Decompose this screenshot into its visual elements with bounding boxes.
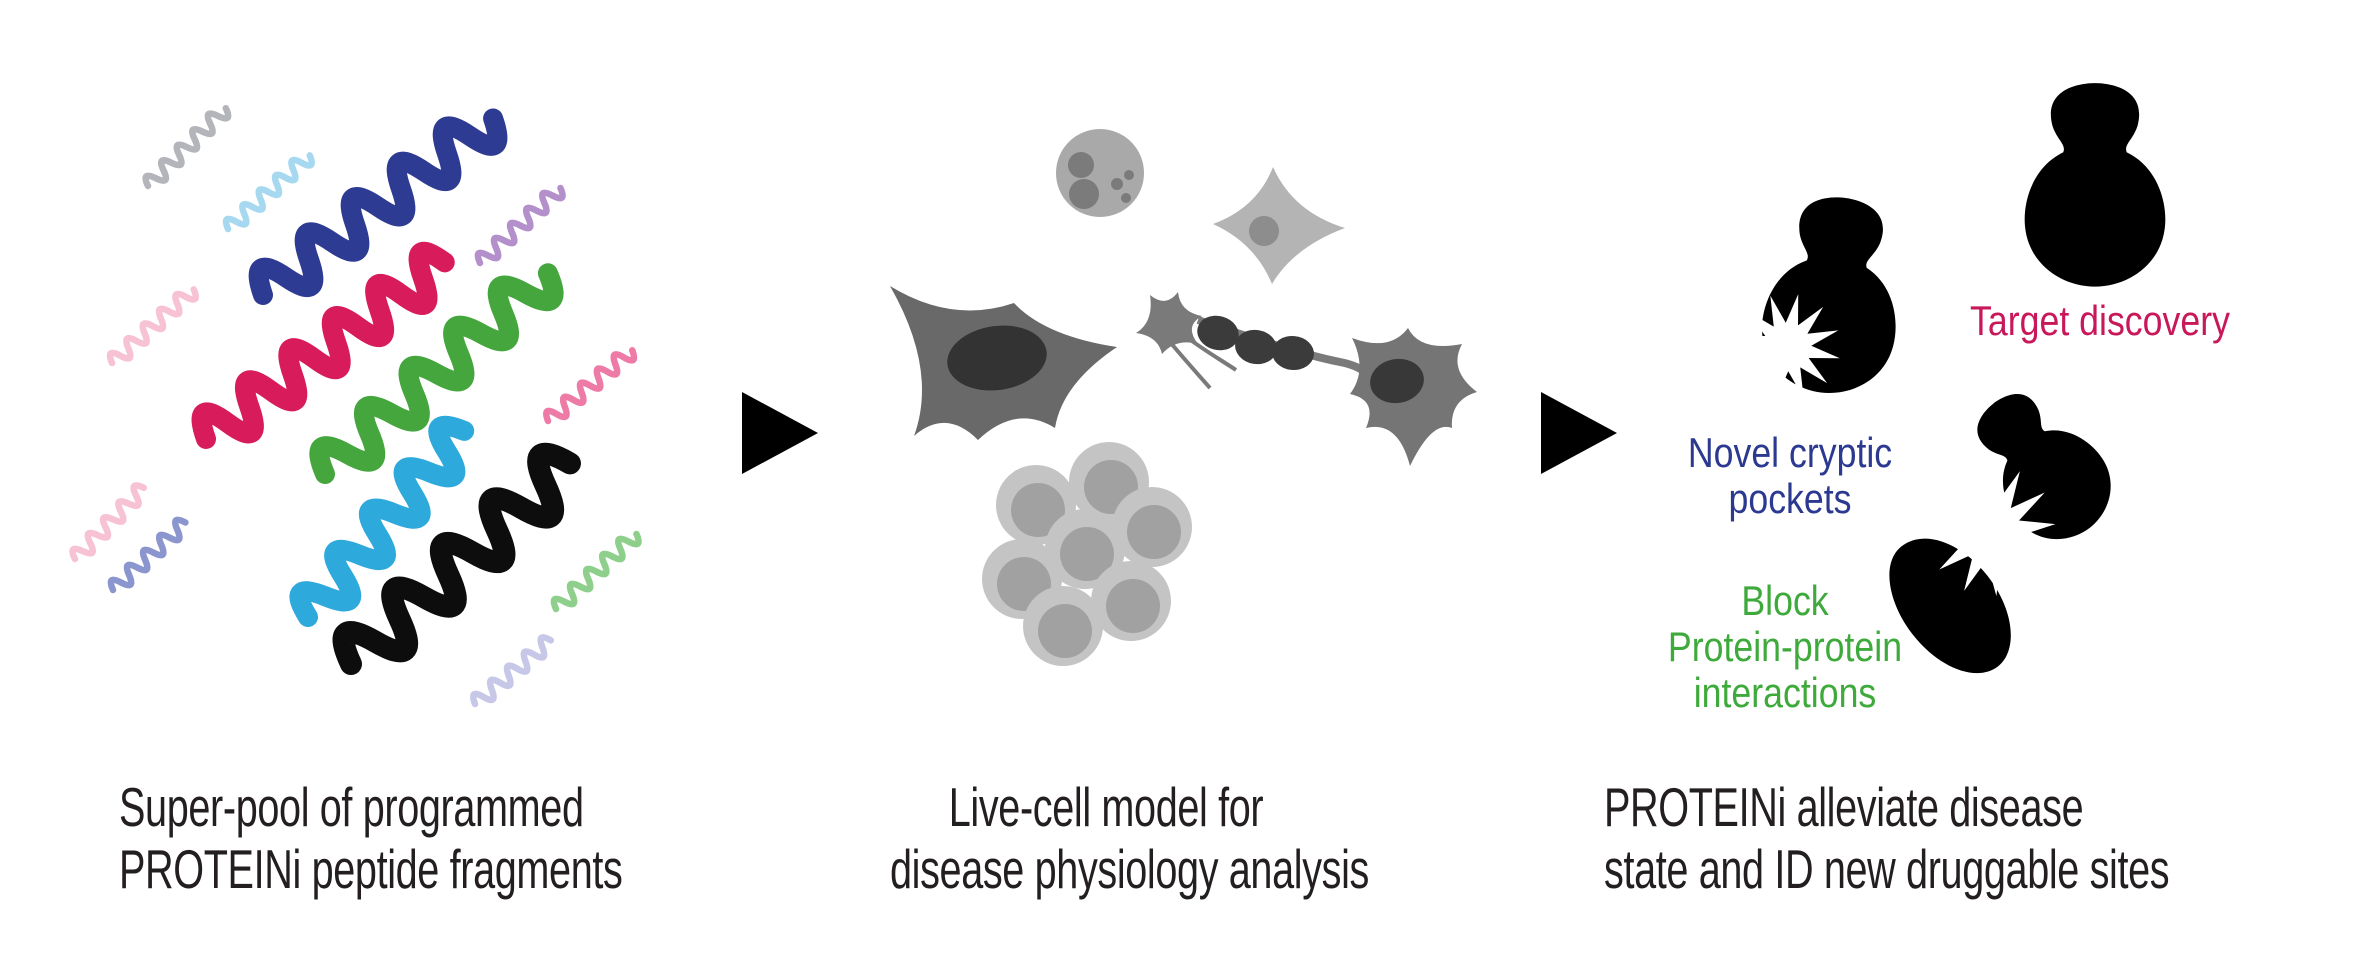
peptide-squiggle-periwinkle: [107, 516, 189, 594]
cell-cluster: [982, 442, 1192, 666]
blocked-interaction-proteins: [1889, 394, 2111, 674]
caption-live-cell-line2: disease physiology analysis: [890, 838, 1369, 900]
peptide-squiggle-light-pink-2: [69, 482, 148, 563]
target-discovery-label: Target discovery: [1850, 298, 2350, 344]
block-ppi-line3: interactions: [1693, 669, 1877, 716]
neuron-soma: [1136, 292, 1202, 354]
peptide-squiggle-pink: [543, 347, 638, 425]
neuron-cell: [1136, 292, 1373, 390]
peptide-squiggle-light-blue: [222, 152, 315, 233]
caption-live-cell: Live-cell model for disease physiology a…: [806, 776, 1406, 900]
novel-cryptic-pockets-label: Novel cryptic pockets: [1590, 430, 1990, 522]
astrocyte-cell: [890, 286, 1117, 440]
caption-live-cell-line1: Live-cell model for: [948, 776, 1264, 838]
caption-outcome: PROTEINi alleviate disease state and ID …: [1520, 776, 2170, 900]
target-discovery-text: Target discovery: [1970, 297, 2230, 344]
caption-peptide-pool-line1: Super-pool of programmed: [118, 776, 584, 838]
block-ppi-line2: Protein-protein: [1667, 623, 1903, 670]
cluster-cell-4: [1045, 509, 1125, 589]
cluster-cell-7: [1023, 586, 1103, 666]
caption-outcome-line1: PROTEINi alleviate disease: [1604, 776, 2084, 838]
peptide-squiggle-black: [332, 442, 581, 675]
vesicle-cell: [1056, 129, 1144, 217]
myelin-bead: [1197, 315, 1239, 351]
novel-cryptic-line2: pockets: [1728, 475, 1852, 522]
block-ppi-label: Block Protein-protein interactions: [1585, 578, 1985, 716]
spiky-cell: [1350, 328, 1477, 466]
star-cell: [1213, 167, 1345, 284]
peptide-squiggle-crimson: [191, 241, 455, 449]
caption-peptide-pool-line2: PROTEINi peptide fragments: [118, 838, 623, 900]
neuron-process-2: [1168, 340, 1212, 390]
novel-cryptic-line1: Novel cryptic: [1687, 429, 1893, 476]
live-cell-illustration: [890, 129, 1477, 666]
peptide-pool-illustration: [69, 104, 642, 708]
peptide-squiggle-green: [309, 263, 564, 484]
peptide-squiggle-cyan: [289, 415, 475, 627]
peptide-squiggle-light-lavender: [470, 634, 555, 708]
interaction-block-starburst-icon: [1928, 465, 2056, 597]
peptide-squiggle-light-green: [550, 530, 642, 613]
caption-peptide-pool: Super-pool of programmed PROTEINi peptid…: [35, 776, 635, 900]
cluster-cell-6: [1091, 561, 1171, 641]
cluster-cell-3: [1112, 487, 1192, 567]
block-ppi-line1: Block: [1741, 577, 1829, 624]
arrow-right-icon: [742, 392, 818, 474]
peptide-squiggle-gray: [142, 104, 232, 190]
cryptic-pocket-starburst-icon: [1734, 294, 1840, 400]
outcome-illustration: [1734, 83, 2166, 674]
peptide-squiggle-navy: [248, 108, 508, 305]
caption-outcome-line2: state and ID new druggable sites: [1604, 838, 2170, 900]
target-protein-blob: [2024, 83, 2166, 287]
cryptic-pocket-protein: [1734, 197, 1896, 400]
arrow-right-icon-2: [1541, 392, 1617, 474]
peptide-squiggle-light-pink: [106, 286, 199, 367]
peptide-squiggle-lavender: [474, 184, 566, 267]
interaction-blob-lower: [1889, 538, 2011, 674]
myelin-bead-2: [1235, 329, 1277, 365]
myelin-bead-3: [1272, 335, 1314, 371]
